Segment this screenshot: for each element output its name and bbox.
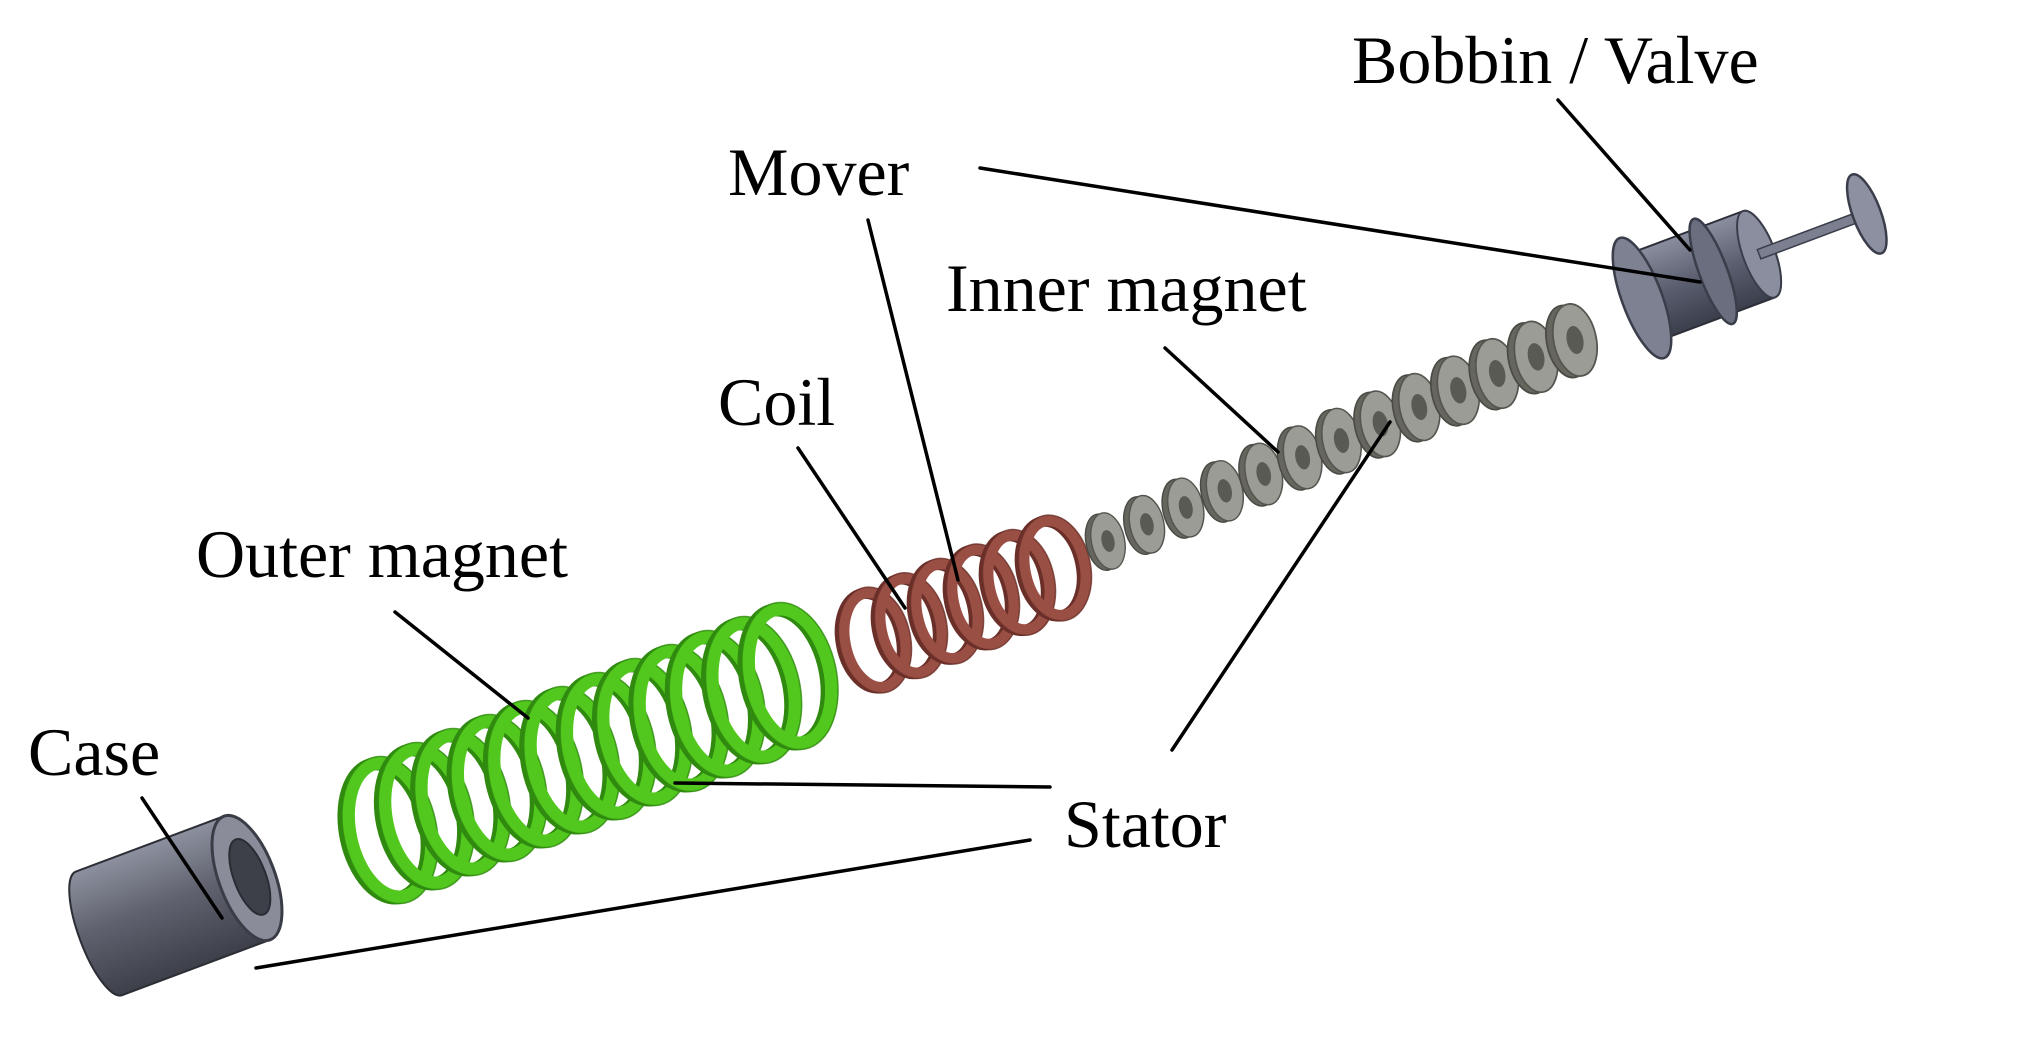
coil-ring [978,528,1057,637]
label-inner-magnet: Inner magnet [946,250,1307,326]
case-part [68,813,284,997]
inner-magnet-disc [1391,372,1441,443]
leader-line-stator-mid [673,781,1052,789]
leader-line-mover-b [866,218,960,582]
leader-line-stator-low [254,838,1032,970]
bobbin-cylinder [1611,173,1888,360]
leader-line-bobbin [1556,98,1692,252]
leader-line-stator-up [1170,420,1392,752]
inner-magnet-disc [1545,303,1599,379]
inner-magnet-disc [1506,320,1559,395]
label-stator: Stator [1064,786,1227,862]
label-outer-magnet: Outer magnet [196,516,568,592]
inner-magnet-disc [1084,512,1126,571]
leader-lines [140,98,1702,970]
inner-magnet-disc [1314,407,1362,475]
coil-ring [834,586,913,694]
inner-magnet-disc [1238,442,1284,507]
valve-head [1845,173,1888,255]
outer-magnet-rings [337,601,839,905]
inner-magnet-discs [1084,303,1599,571]
leader-line-inner [1163,346,1280,454]
label-case: Case [28,714,161,790]
coil-ring [942,543,1021,651]
leader-line-case [140,796,224,920]
coil-rings [834,514,1093,694]
case-bore [228,838,272,916]
inner-magnet-disc [1199,459,1245,523]
valve-stem [1756,210,1865,260]
leader-line-outer [393,610,530,720]
label-bobbin-valve: Bobbin / Valve [1352,22,1759,98]
coil-ring [1014,514,1093,622]
label-mover: Mover [728,134,910,210]
outer-magnet-ring [701,615,803,765]
case-cylinder [68,813,284,997]
inner-magnet-disc [1123,494,1166,555]
coil-ring [870,572,949,680]
outer-magnet-ring [737,601,839,751]
bobbin-flange-front [1611,236,1673,360]
coil-ring [906,557,985,665]
inner-magnet-disc [1161,477,1205,539]
inner-magnet-disc [1276,425,1323,491]
leader-line-coil [796,446,907,610]
leader-line-mover [978,166,1702,284]
bobbin-flange-middle [1688,217,1739,326]
bobbin-valve-part [1611,173,1888,360]
label-coil: Coil [718,364,836,440]
